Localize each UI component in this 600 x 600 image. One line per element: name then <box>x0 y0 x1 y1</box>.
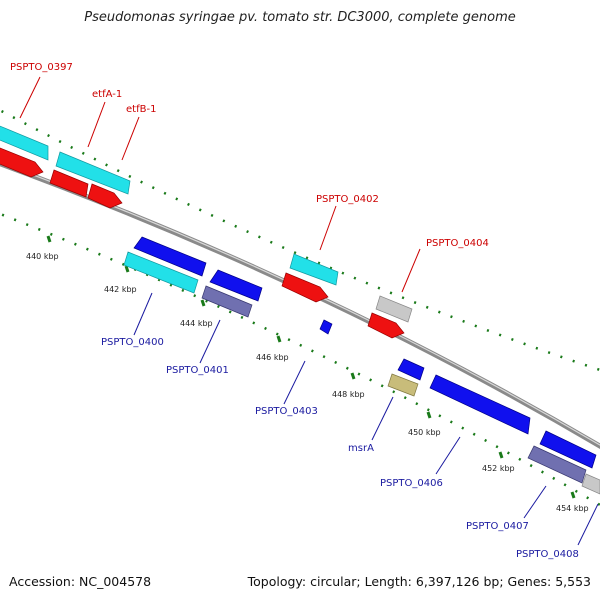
gene-red-0397[interactable] <box>0 146 44 178</box>
gene-slate-0401[interactable] <box>201 285 253 318</box>
gene-grey-0408[interactable] <box>581 473 600 495</box>
gene-blue-0406[interactable] <box>429 374 531 435</box>
gene-slate-0407[interactable] <box>527 445 587 484</box>
gene-label[interactable]: PSPTO_0397 <box>10 62 73 73</box>
gene-label[interactable]: PSPTO_0402 <box>316 194 379 205</box>
gene-red-0404[interactable] <box>367 312 405 339</box>
leader-lines-bottom <box>133 292 599 546</box>
gene-cyan-0397[interactable] <box>0 124 49 161</box>
gene-label[interactable]: PSPTO_0406 <box>380 478 443 489</box>
gene-blue-msrA[interactable] <box>397 358 425 381</box>
scale-tick-mark <box>46 235 52 243</box>
scale-tick-mark <box>498 451 504 459</box>
accession-label: Accession: NC_004578 <box>9 574 152 589</box>
gene-label[interactable]: etfB-1 <box>126 104 156 115</box>
tick-row-mid <box>0 212 600 507</box>
gene-label[interactable]: PSPTO_0404 <box>426 238 489 249</box>
gene-cyan-etfA[interactable] <box>55 151 131 195</box>
leader-line <box>371 396 394 441</box>
scale-tick-label: 454 kbp <box>556 504 589 513</box>
gene-label[interactable]: PSPTO_0408 <box>516 549 579 560</box>
gene-labels-top: PSPTO_0397 etfA-1 etfB-1 PSPTO_0402 PSPT… <box>10 62 489 249</box>
leader-line <box>435 436 461 475</box>
leader-line <box>19 76 41 119</box>
scale-tick-label: 444 kbp <box>180 319 213 328</box>
gene-red-etfB[interactable] <box>87 183 123 209</box>
scale-ticks <box>46 235 576 499</box>
scale-tick-label: 448 kbp <box>332 390 365 399</box>
leader-line <box>401 248 421 293</box>
gene-red-etfA[interactable] <box>49 169 89 198</box>
leader-line <box>577 503 599 546</box>
leader-line <box>87 101 106 148</box>
gene-label[interactable]: msrA <box>348 443 374 454</box>
leader-line <box>283 360 306 405</box>
gene-red-0402[interactable] <box>281 272 329 303</box>
gene-label[interactable]: PSPTO_0407 <box>466 521 529 532</box>
leader-line <box>523 485 547 519</box>
leader-line <box>199 319 221 364</box>
gene-olive-msrA[interactable] <box>387 373 419 397</box>
leader-line <box>121 116 140 161</box>
gene-label[interactable]: etfA-1 <box>92 89 122 100</box>
scale-tick-label: 440 kbp <box>26 252 59 261</box>
gene-blue-0400[interactable] <box>133 236 207 277</box>
scale-tick-mark <box>570 491 576 499</box>
scale-tick-mark <box>276 335 282 343</box>
scale-tick-mark <box>350 372 356 380</box>
gene-cyan-0400[interactable] <box>123 251 199 294</box>
gene-labels-bottom: PSPTO_0400 PSPTO_0401 PSPTO_0403 msrA PS… <box>101 337 579 560</box>
scale-tick-mark <box>426 411 432 419</box>
map-title: Pseudomonas syringae pv. tomato str. DC3… <box>84 10 516 25</box>
scale-tick-labels: 440 kbp 442 kbp 444 kbp 446 kbp 448 kbp … <box>26 252 589 513</box>
gene-features-bottom <box>123 236 600 495</box>
leader-line <box>319 205 337 251</box>
gene-cyan-0402[interactable] <box>289 253 339 286</box>
scale-tick-mark <box>200 299 206 307</box>
gene-label[interactable]: PSPTO_0400 <box>101 337 164 348</box>
scale-tick-label: 450 kbp <box>408 428 441 437</box>
tick-row-outer <box>0 108 600 372</box>
scale-tick-label: 452 kbp <box>482 464 515 473</box>
gene-grey-0404[interactable] <box>375 295 413 323</box>
scale-tick-label: 446 kbp <box>256 353 289 362</box>
gene-blue-0403[interactable] <box>319 319 333 335</box>
gene-label[interactable]: PSPTO_0401 <box>166 365 229 376</box>
gene-blue-0407[interactable] <box>539 430 597 469</box>
gene-features-top <box>0 124 413 339</box>
gene-blue-0401[interactable] <box>209 269 263 302</box>
scale-tick-label: 442 kbp <box>104 285 137 294</box>
leader-lines-top <box>19 76 421 293</box>
gene-label[interactable]: PSPTO_0403 <box>255 406 318 417</box>
scale-tick-mark <box>124 265 130 273</box>
topology-label: Topology: circular; Length: 6,397,126 bp… <box>247 574 591 589</box>
leader-line <box>133 292 153 336</box>
